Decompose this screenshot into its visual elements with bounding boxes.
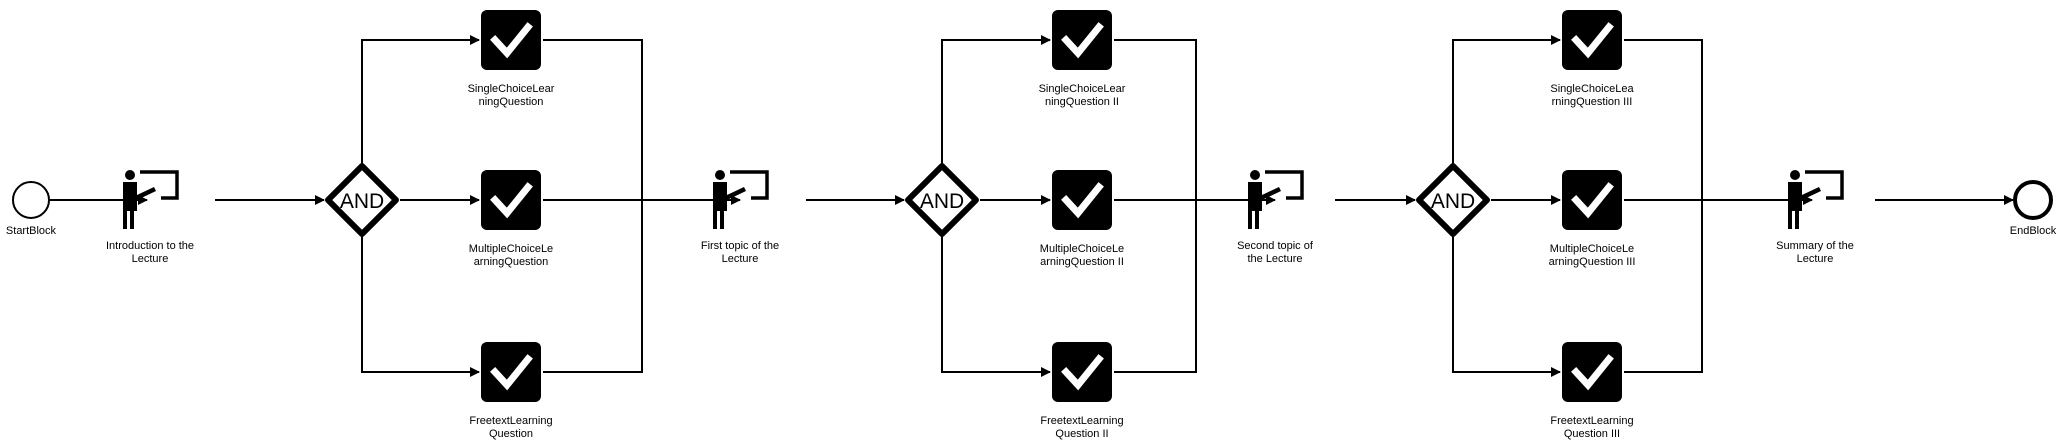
freetext-question-label: FreetextLearning Question <box>469 415 553 440</box>
multiple-choice-question-task[interactable] <box>481 170 541 230</box>
single-choice-question-label: SingleChoiceLear ningQuestion <box>467 83 555 108</box>
lecture-task-label: Introduction to the Lecture <box>105 240 195 265</box>
single-choice-question-label: SingleChoiceLear ningQuestion II <box>1038 83 1126 108</box>
multiple-choice-question-label: MultipleChoiceLe arningQuestion <box>468 243 554 268</box>
single-choice-question-task[interactable] <box>1052 10 1112 70</box>
freetext-question-task[interactable] <box>1052 342 1112 402</box>
connector-lines <box>49 35 2014 377</box>
multiple-choice-question-task[interactable] <box>1052 170 1112 230</box>
multiple-choice-question-label: MultipleChoiceLe arningQuestion III <box>1548 243 1636 268</box>
multiple-choice-question-task[interactable] <box>1562 170 1622 230</box>
and-gateway-label: AND <box>340 190 384 213</box>
join-edge <box>1114 39 1197 373</box>
start-event-label: StartBlock <box>5 225 57 237</box>
lecture-task-icon[interactable] <box>121 168 179 231</box>
branch-edge-bottom <box>361 234 480 377</box>
freetext-question-label: FreetextLearning Question II <box>1040 415 1124 440</box>
lecture-task-label: Second topic of the Lecture <box>1237 240 1313 265</box>
join-edge <box>1624 39 1703 373</box>
end-event[interactable] <box>2013 180 2053 220</box>
start-event[interactable] <box>12 181 50 219</box>
end-event-label: EndBlock <box>2009 225 2057 237</box>
process-nodes: AND AND AND <box>12 10 2053 402</box>
branch-edge-top <box>361 35 480 166</box>
single-choice-question-label: SingleChoiceLea rningQuestion III <box>1550 83 1634 108</box>
freetext-question-task[interactable] <box>481 342 541 402</box>
branch-edge-bottom <box>1452 234 1561 377</box>
lecture-task-label: First topic of the Lecture <box>700 240 780 265</box>
branch-edge-top <box>1452 35 1561 166</box>
branch-edge-top <box>941 35 1051 166</box>
single-choice-question-task[interactable] <box>481 10 541 70</box>
freetext-question-task[interactable] <box>1562 342 1622 402</box>
and-gateway-label: AND <box>920 190 964 213</box>
single-choice-question-task[interactable] <box>1562 10 1622 70</box>
branch-edge-bottom <box>941 234 1051 377</box>
and-gateway-label: AND <box>1431 190 1475 213</box>
join-edge <box>543 39 643 373</box>
freetext-question-label: FreetextLearning Question III <box>1550 415 1634 440</box>
lecture-task-label: Summary of the Lecture <box>1776 240 1854 265</box>
multiple-choice-question-label: MultipleChoiceLe arningQuestion II <box>1039 243 1125 268</box>
lecture-task-icon[interactable] <box>1786 168 1844 231</box>
